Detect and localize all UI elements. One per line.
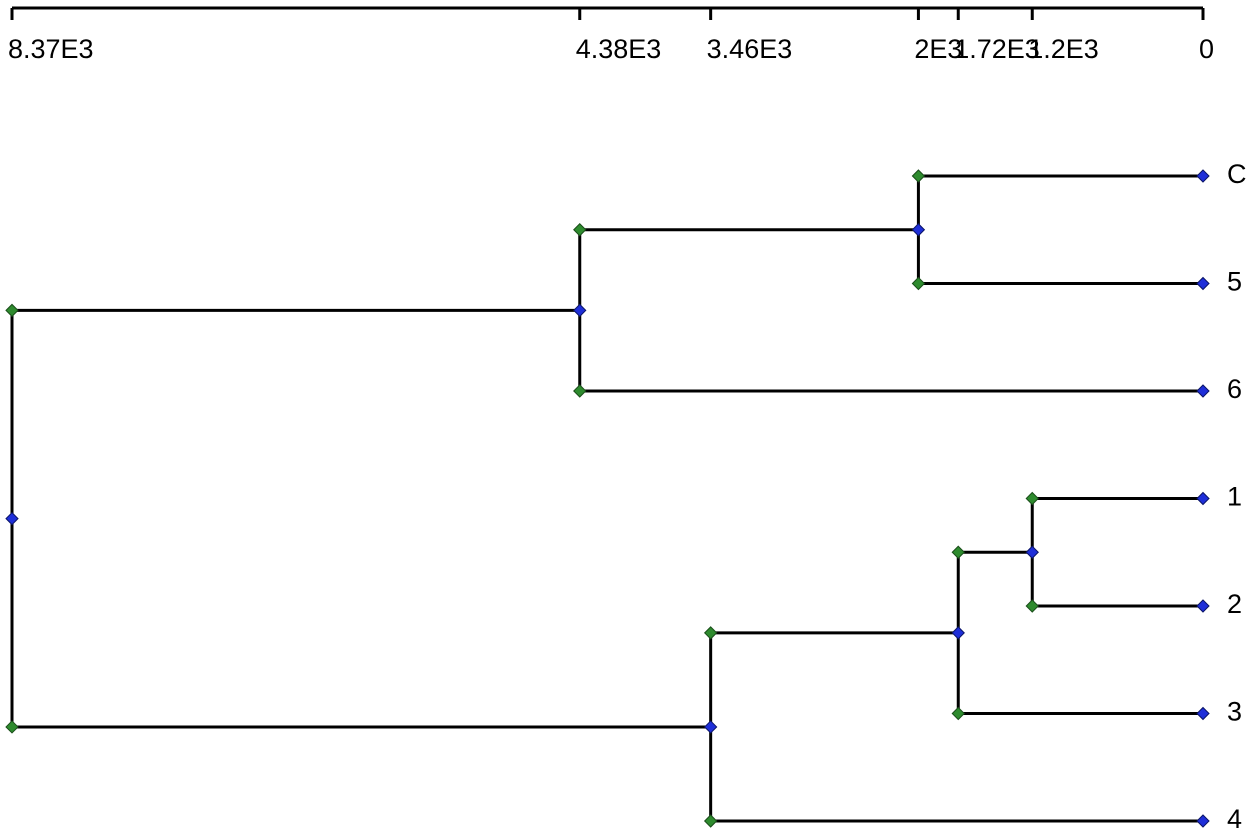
axis-tick-label: 2E3 xyxy=(914,34,962,64)
merge-node-marker xyxy=(1025,545,1039,559)
merge-node-marker xyxy=(951,626,965,640)
leaf-label: 4 xyxy=(1227,804,1242,834)
leaf-node-marker xyxy=(1196,706,1210,721)
child-node-marker xyxy=(1025,599,1039,613)
merge-node-marker xyxy=(911,223,926,237)
child-node-marker xyxy=(573,223,587,237)
child-node-marker xyxy=(1025,491,1039,506)
child-node-marker xyxy=(951,706,965,721)
leaf-node-marker xyxy=(1196,384,1210,398)
merge-node-marker xyxy=(5,511,19,526)
merge-node-marker xyxy=(573,303,587,318)
dendrogram-branches xyxy=(10,174,1203,823)
leaf-label: 6 xyxy=(1227,374,1242,404)
axis-tick-label: 1.2E3 xyxy=(1028,34,1099,64)
merge-node-marker xyxy=(703,720,718,734)
leaf-label: 5 xyxy=(1227,267,1242,297)
child-node-marker xyxy=(911,169,926,183)
child-node-marker xyxy=(5,720,19,734)
leaf-label: 3 xyxy=(1227,697,1242,727)
leaf-label: 1 xyxy=(1227,482,1242,512)
leaf-node-marker xyxy=(1196,814,1210,828)
axis-tick-label: 1.72E3 xyxy=(954,34,1040,64)
leaf-node-marker xyxy=(1196,491,1210,506)
leaf-node-marker xyxy=(1196,276,1210,291)
leaf-label: 2 xyxy=(1227,589,1242,619)
leaf-label: C xyxy=(1227,159,1247,189)
child-node-marker xyxy=(573,384,587,398)
axis-tick-label: 0 xyxy=(1199,34,1214,64)
leaf-labels: C 5 6 1 2 3 4 xyxy=(1227,159,1247,834)
dendrogram-nodes xyxy=(5,169,1210,828)
leaf-node-marker xyxy=(1196,599,1210,613)
leaf-node-marker xyxy=(1196,169,1210,183)
axis-tick-label: 3.46E3 xyxy=(707,34,793,64)
child-node-marker xyxy=(911,276,926,291)
axis-tick-label: 8.37E3 xyxy=(8,34,94,64)
axis-tick-label: 4.38E3 xyxy=(576,34,662,64)
child-node-marker xyxy=(951,545,965,559)
child-node-marker xyxy=(5,303,19,318)
child-node-marker xyxy=(703,626,718,640)
child-node-marker xyxy=(703,814,718,828)
